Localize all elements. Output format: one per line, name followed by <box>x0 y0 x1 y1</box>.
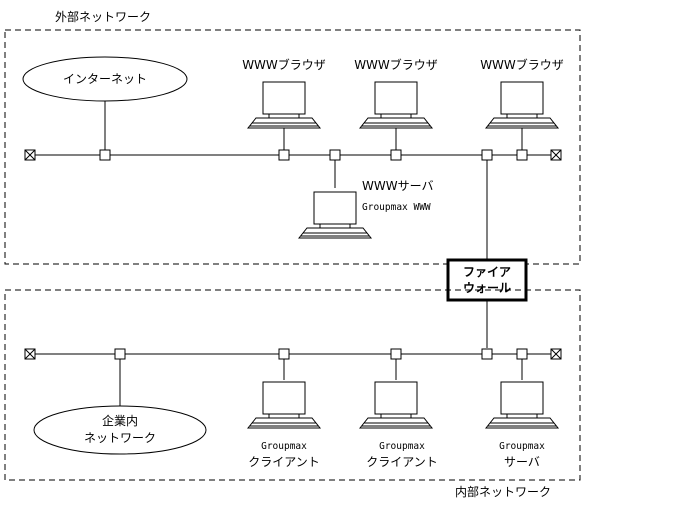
inner-network-boundary <box>4 289 581 481</box>
outer-network-zone: 外部ネットワーク インターネット WWWブラウザ WWWブラウザ WWWブラウザ <box>4 9 581 265</box>
www-server-label-2: Groupmax WWW <box>362 202 431 213</box>
internet-tap <box>99 149 111 161</box>
outer-network-title: 外部ネットワーク <box>55 9 151 24</box>
outer-terminator-right <box>550 149 562 161</box>
outer-terminator-left <box>24 149 36 161</box>
www-server-tap <box>329 149 341 161</box>
www-server-computer-icon <box>298 191 372 239</box>
browser-1-label: WWWブラウザ <box>242 57 326 72</box>
inner-terminator-right <box>550 348 562 360</box>
enterprise-network-label-2: ネットワーク <box>84 431 156 445</box>
groupmax-client-1: Groupmax クライアント <box>247 348 321 469</box>
client-2-label-2: クライアント <box>366 455 438 469</box>
www-server: WWWサーバ Groupmax WWW <box>298 149 433 239</box>
outer-network-boundary <box>4 29 581 265</box>
internet-label: インターネット <box>63 72 147 86</box>
inner-network-title: 内部ネットワーク <box>455 484 551 499</box>
client-1-tap <box>278 348 290 360</box>
client-2-tap <box>390 348 402 360</box>
client-1-label-2: クライアント <box>248 455 320 469</box>
browser-2-computer-icon <box>359 81 433 129</box>
browser-3-label: WWWブラウザ <box>480 57 564 72</box>
firewall-label-2: ウォール <box>463 281 511 295</box>
inner-firewall-tap <box>481 348 493 360</box>
browser-3-computer-icon <box>485 81 559 129</box>
browser-1: WWWブラウザ <box>242 57 326 161</box>
browser-1-computer-icon <box>247 81 321 129</box>
client-2-label-1: Groupmax <box>379 441 425 452</box>
client-1-computer-icon <box>247 381 321 429</box>
enterprise-network-cloud <box>33 405 207 455</box>
browser-2-label: WWWブラウザ <box>354 57 438 72</box>
groupmax-server: Groupmax サーバ <box>485 348 559 469</box>
www-server-label-1: WWWサーバ <box>362 179 433 193</box>
browser-3: WWWブラウザ <box>480 57 564 161</box>
outer-firewall-tap <box>481 149 493 161</box>
firewall-box <box>446 258 528 302</box>
server-tap <box>516 348 528 360</box>
server-label-1: Groupmax <box>499 441 545 452</box>
browser-2-tap <box>390 149 402 161</box>
firewall: ファイア ウォール <box>446 160 528 348</box>
firewall-label-1: ファイア <box>463 265 511 279</box>
server-computer-icon <box>485 381 559 429</box>
browser-3-tap <box>516 149 528 161</box>
browser-1-tap <box>278 149 290 161</box>
client-2-computer-icon <box>359 381 433 429</box>
enterprise-network-label-1: 企業内 <box>102 413 138 428</box>
enterprise-tap <box>114 348 126 360</box>
browser-2: WWWブラウザ <box>354 57 438 161</box>
server-label-2: サーバ <box>504 455 540 469</box>
inner-network-zone: 内部ネットワーク 企業内 ネットワーク Groupmax クライアント Grou… <box>4 289 581 499</box>
inner-terminator-left <box>24 348 36 360</box>
client-1-label-1: Groupmax <box>261 441 307 452</box>
groupmax-client-2: Groupmax クライアント <box>359 348 438 469</box>
